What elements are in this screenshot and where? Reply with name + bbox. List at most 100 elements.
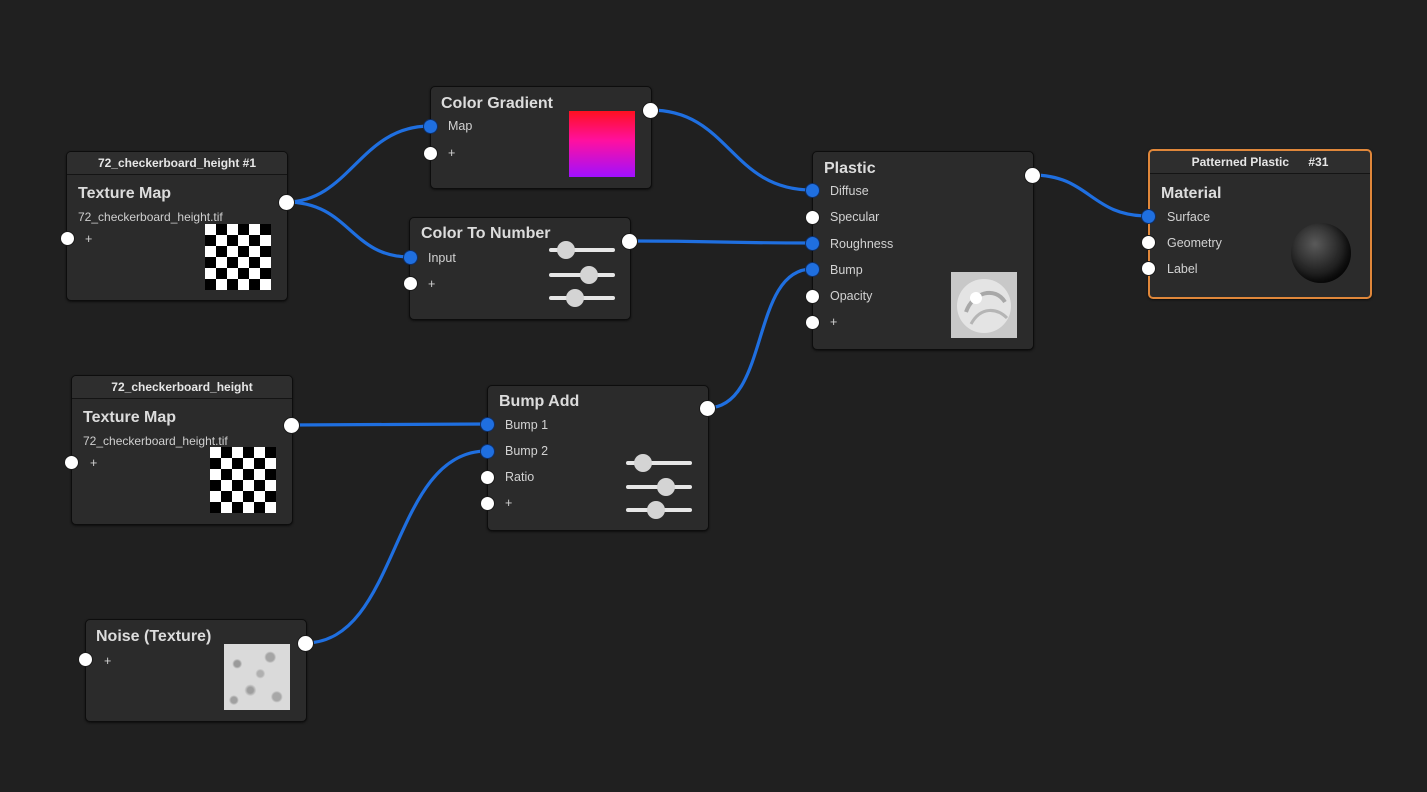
slider-knob[interactable] bbox=[556, 241, 575, 259]
tex1-add-input-port[interactable] bbox=[59, 230, 75, 246]
parameter-slider-2[interactable] bbox=[626, 478, 692, 496]
node-title: Bump Add bbox=[499, 393, 580, 410]
checkerboard-thumbnail bbox=[210, 447, 276, 513]
slider-knob[interactable] bbox=[646, 501, 665, 519]
add-port-label: + bbox=[104, 654, 112, 668]
file-name: 72_checkerboard_height.tif bbox=[83, 434, 228, 448]
wire-plastic-to-material-surface[interactable] bbox=[1030, 173, 1150, 218]
plastic-add-input-port[interactable] bbox=[804, 314, 820, 330]
material-surface-input-port[interactable] bbox=[1140, 208, 1156, 224]
parameter-slider-1[interactable] bbox=[549, 241, 615, 259]
gradient-map-input-port[interactable] bbox=[422, 118, 438, 134]
node-header: 72_checkerboard_height bbox=[72, 376, 292, 399]
wire-tex2-to-bump1[interactable] bbox=[289, 422, 489, 427]
node-title: Plastic bbox=[824, 160, 876, 177]
parameter-slider-3[interactable] bbox=[549, 289, 615, 307]
node-title: Texture Map bbox=[83, 409, 177, 426]
noise-thumbnail bbox=[224, 644, 290, 710]
port-label-add: + bbox=[428, 277, 436, 291]
ctn-output-port[interactable] bbox=[620, 232, 638, 250]
port-label-input: Input bbox=[428, 251, 456, 265]
port-label-geometry: Geometry bbox=[1167, 236, 1222, 250]
material-label-input-port[interactable] bbox=[1140, 260, 1156, 276]
port-label-add: + bbox=[830, 315, 838, 329]
port-label-add: + bbox=[505, 496, 513, 510]
node-title: Color Gradient bbox=[441, 95, 554, 112]
port-label-diffuse: Diffuse bbox=[830, 184, 869, 198]
wire-noise-to-bump2[interactable] bbox=[303, 449, 489, 645]
plastic-bump-input-port[interactable] bbox=[804, 261, 820, 277]
node-header: Patterned Plastic #31 bbox=[1150, 151, 1370, 174]
port-label-specular: Specular bbox=[830, 210, 880, 224]
wire-ctn-to-plastic-roughness[interactable] bbox=[627, 239, 814, 245]
ctn-add-input-port[interactable] bbox=[402, 275, 418, 291]
material-geometry-input-port[interactable] bbox=[1140, 234, 1156, 250]
gradient-output-port[interactable] bbox=[641, 101, 659, 119]
slider-track bbox=[549, 248, 615, 252]
plastic-roughness-input-port[interactable] bbox=[804, 235, 820, 251]
noise-add-input-port[interactable] bbox=[77, 651, 93, 667]
port-label-map: Map bbox=[448, 119, 473, 133]
color-to-number-node[interactable]: Color To Number Input + bbox=[409, 217, 631, 320]
port-label-bump: Bump bbox=[830, 263, 863, 277]
node-title: Noise (Texture) bbox=[96, 628, 212, 645]
tex1-output-port[interactable] bbox=[277, 193, 295, 211]
texture-map-node-1[interactable]: 72_checkerboard_height #1 Texture Map 72… bbox=[66, 151, 288, 301]
slider-track bbox=[626, 461, 692, 465]
color-gradient-node[interactable]: Color Gradient Map + bbox=[430, 86, 652, 189]
plastic-preview-image bbox=[951, 272, 1017, 338]
port-label-roughness: Roughness bbox=[830, 237, 894, 251]
wire-tex1-to-gradient-map[interactable] bbox=[284, 124, 432, 204]
node-title: Texture Map bbox=[78, 185, 172, 202]
ctn-input-port[interactable] bbox=[402, 249, 418, 265]
add-port-label: + bbox=[85, 232, 93, 246]
bump2-input-port[interactable] bbox=[479, 443, 495, 459]
slider-knob[interactable] bbox=[656, 478, 675, 496]
node-title: Material bbox=[1161, 185, 1222, 202]
wire-gradient-to-plastic-diffuse[interactable] bbox=[648, 108, 814, 192]
noise-output-port[interactable] bbox=[296, 634, 314, 652]
parameter-slider-1[interactable] bbox=[626, 454, 692, 472]
plastic-node[interactable]: Plastic Diffuse Specular Roughness Bump … bbox=[812, 151, 1034, 350]
plastic-opacity-input-port[interactable] bbox=[804, 288, 820, 304]
port-label-opacity: Opacity bbox=[830, 289, 873, 303]
node-header: 72_checkerboard_height #1 bbox=[67, 152, 287, 175]
port-label-label: Label bbox=[1167, 262, 1198, 276]
file-name: 72_checkerboard_height.tif bbox=[78, 210, 223, 224]
material-id: #31 bbox=[1308, 155, 1329, 169]
port-label-add: + bbox=[448, 146, 456, 160]
plastic-preview-thumbnail bbox=[951, 272, 1017, 338]
ratio-input-port[interactable] bbox=[479, 469, 495, 485]
checkerboard-thumbnail bbox=[205, 224, 271, 290]
bump1-input-port[interactable] bbox=[479, 416, 495, 432]
gradient-thumbnail bbox=[569, 111, 635, 177]
parameter-slider-3[interactable] bbox=[626, 501, 692, 519]
wire-bump-to-plastic-bump[interactable] bbox=[705, 267, 814, 410]
port-label-bump1: Bump 1 bbox=[505, 418, 549, 432]
material-preview-sphere bbox=[1291, 223, 1351, 283]
tex2-output-port[interactable] bbox=[282, 416, 300, 434]
wire-tex1-to-ctn-input[interactable] bbox=[284, 200, 412, 259]
add-port-label: + bbox=[90, 456, 98, 470]
noise-texture-node[interactable]: Noise (Texture) + bbox=[85, 619, 307, 722]
material-name: Patterned Plastic bbox=[1191, 155, 1289, 169]
material-node[interactable]: Patterned Plastic #31 Material Surface G… bbox=[1148, 149, 1372, 299]
slider-knob[interactable] bbox=[579, 266, 598, 284]
gradient-add-input-port[interactable] bbox=[422, 145, 438, 161]
slider-knob[interactable] bbox=[633, 454, 652, 472]
tex2-add-input-port[interactable] bbox=[63, 454, 79, 470]
port-label-surface: Surface bbox=[1167, 210, 1211, 224]
parameter-slider-2[interactable] bbox=[549, 266, 615, 284]
plastic-output-port[interactable] bbox=[1023, 166, 1041, 184]
texture-map-node-2[interactable]: 72_checkerboard_height Texture Map 72_ch… bbox=[71, 375, 293, 525]
port-label-bump2: Bump 2 bbox=[505, 444, 549, 458]
port-label-ratio: Ratio bbox=[505, 470, 535, 484]
plastic-diffuse-input-port[interactable] bbox=[804, 182, 820, 198]
node-title: Color To Number bbox=[421, 225, 551, 242]
bump-add-node[interactable]: Bump Add Bump 1 Bump 2 Ratio + bbox=[487, 385, 709, 531]
plastic-specular-input-port[interactable] bbox=[804, 209, 820, 225]
slider-knob[interactable] bbox=[566, 289, 585, 307]
bump-add-input-port[interactable] bbox=[479, 495, 495, 511]
bump-output-port[interactable] bbox=[698, 399, 716, 417]
